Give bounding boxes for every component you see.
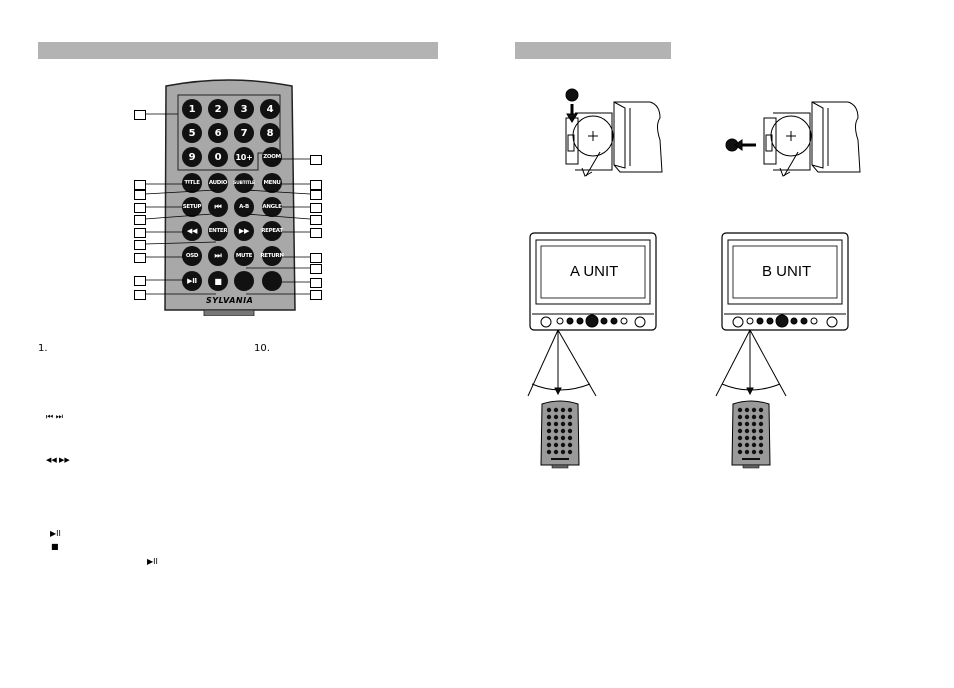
key-8[interactable]: 8: [260, 123, 280, 143]
key-audio[interactable]: AUDIO: [208, 173, 228, 193]
callout-box: [134, 180, 146, 190]
callout-box: [134, 203, 146, 213]
callout-box: [134, 290, 146, 300]
callout-box: [310, 190, 322, 200]
list-item-1: 1.: [38, 343, 48, 354]
callout-box: [310, 264, 322, 274]
key-setup[interactable]: SETUP: [182, 197, 202, 217]
key-blank-2[interactable]: [262, 271, 282, 291]
key-7[interactable]: 7: [234, 123, 254, 143]
key-title[interactable]: TITLE: [182, 173, 202, 193]
unit-b-monitor: [715, 232, 849, 397]
key-subtitle[interactable]: SUBTITLE: [233, 173, 255, 193]
unit-a-monitor: [527, 232, 657, 397]
key-3[interactable]: 3: [234, 99, 254, 119]
callout-box: [310, 228, 322, 238]
callout-box: [310, 290, 322, 300]
list-item-10: 10.: [254, 343, 270, 354]
callout-box: [134, 110, 146, 120]
right-section-header-bar: [515, 42, 671, 59]
key-repeat[interactable]: REPEAT: [261, 221, 283, 241]
remote-control-illustration: 1 2 3 4 5 6 7 8 9 0 10+ ZOOM TITLE AUDIO…: [162, 78, 296, 316]
key-menu[interactable]: MENU: [262, 173, 282, 193]
callout-box: [134, 190, 146, 200]
key-stop[interactable]: ■: [208, 271, 228, 291]
search-icons: ◀◀ ▶▶: [46, 456, 70, 464]
key-4[interactable]: 4: [260, 99, 280, 119]
key-6[interactable]: 6: [208, 123, 228, 143]
callout-box: [310, 253, 322, 263]
key-blank-1[interactable]: [234, 271, 254, 291]
key-1[interactable]: 1: [182, 99, 202, 119]
callout-box: [134, 240, 146, 250]
key-enter[interactable]: ENTER: [208, 221, 228, 241]
key-play-pause[interactable]: ▶II: [182, 271, 202, 291]
stop-icon: ■: [51, 542, 59, 551]
key-return[interactable]: RETURN: [260, 246, 284, 266]
brand-logo: SYLVANIA: [206, 296, 254, 305]
key-fast-reverse[interactable]: ◀◀: [182, 221, 202, 241]
callout-box: [310, 180, 322, 190]
battery-remove-diagram: [725, 101, 861, 177]
key-angle[interactable]: ANGLE: [262, 197, 282, 217]
unit-b-label: B UNIT: [762, 263, 812, 280]
battery-insert-diagram: [565, 88, 663, 177]
play-pause-icon-inline: ▶II: [147, 557, 158, 566]
key-skip-forward[interactable]: ⏭: [208, 246, 228, 266]
key-a-b[interactable]: A-B: [234, 197, 254, 217]
callout-box: [310, 155, 322, 165]
key-osd[interactable]: OSD: [182, 246, 202, 266]
callout-box: [310, 203, 322, 213]
key-2[interactable]: 2: [208, 99, 228, 119]
unit-a-remote: [540, 400, 580, 469]
callout-box: [310, 278, 322, 288]
callout-box: [310, 215, 322, 225]
key-skip-back[interactable]: ⏮: [208, 197, 228, 217]
key-fast-forward[interactable]: ▶▶: [234, 221, 254, 241]
callout-box: [134, 215, 146, 225]
key-0[interactable]: 0: [208, 147, 228, 167]
callout-box: [134, 228, 146, 238]
play-pause-icon: ▶II: [50, 529, 61, 538]
key-5[interactable]: 5: [182, 123, 202, 143]
skip-icons: ⏮ ⏭: [46, 412, 63, 421]
left-section-header-bar: [38, 42, 438, 59]
key-zoom[interactable]: ZOOM: [262, 147, 282, 167]
callout-box: [134, 253, 146, 263]
key-mute[interactable]: MUTE: [234, 246, 254, 266]
key-9[interactable]: 9: [182, 147, 202, 167]
unit-b-remote: [731, 400, 771, 469]
callout-box: [134, 276, 146, 286]
unit-a-label: A UNIT: [570, 263, 619, 280]
key-10-plus[interactable]: 10+: [234, 147, 254, 167]
